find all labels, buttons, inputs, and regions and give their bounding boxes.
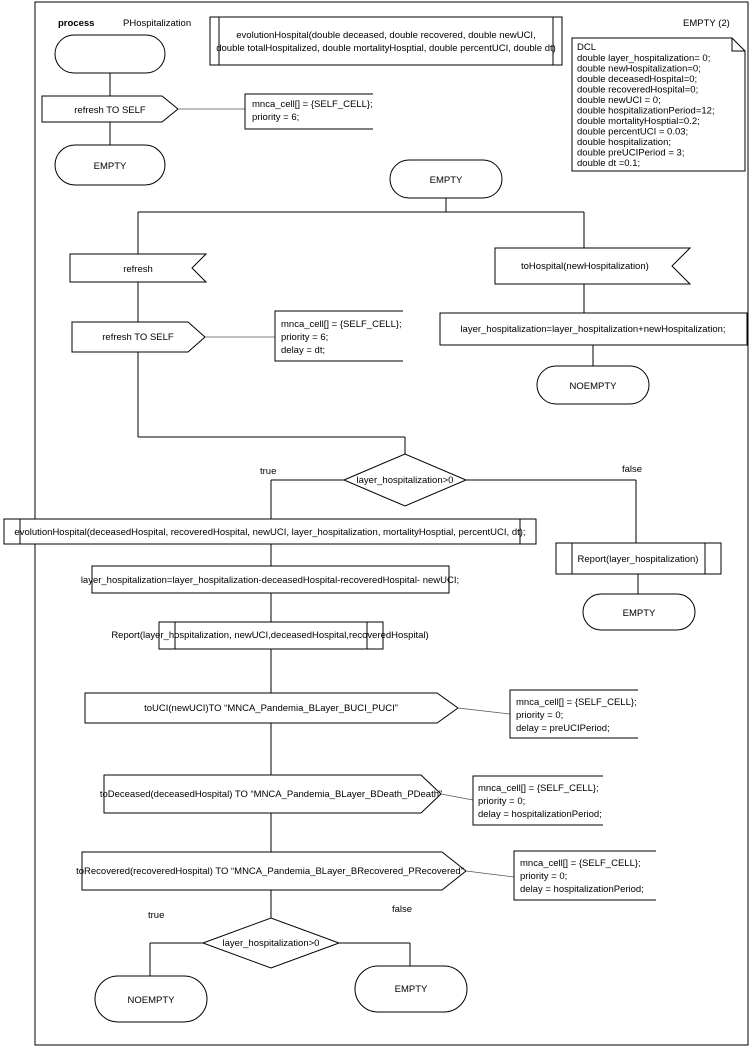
process-name: PHospitalization (123, 18, 191, 29)
output-to-uci: toUCI(newUCI)TO “MNCA_Pandemia_BLayer_BU… (84, 692, 459, 724)
decision-layer-positive-2: layer_hospitalization>0 (201, 917, 341, 969)
svg-text:Report(layer_hospitalization,: Report(layer_hospitalization, newUCI,dec… (111, 630, 428, 641)
svg-text:EMPTY: EMPTY (623, 608, 656, 619)
process-keyword: process (58, 18, 94, 29)
svg-text:toDeceased(deceasedHospital) T: toDeceased(deceasedHospital) TO “MNCA_Pa… (100, 789, 442, 800)
uci-comment-box: mnca_cell[] = {SELF_CELL}; priority = 0;… (509, 689, 638, 739)
svg-text:mnca_cell[] = {SELF_CELL};: mnca_cell[] = {SELF_CELL}; (516, 697, 637, 708)
svg-text:mnca_cell[] = {SELF_CELL};: mnca_cell[] = {SELF_CELL}; (520, 858, 641, 869)
procedure-decl-line2: double totalHospitalized, double mortali… (216, 43, 556, 54)
task-add-hospitalization: layer_hospitalization=layer_hospitalizat… (439, 312, 748, 346)
svg-text:delay = hospitalizationPeriod;: delay = hospitalizationPeriod; (478, 809, 602, 820)
false-label: false (622, 464, 642, 475)
dcl-line: double newHospitalization=0; (577, 64, 701, 75)
report-layer-true: Report(layer_hospitalization, newUCI,dec… (111, 621, 429, 650)
state-empty-false: EMPTY (582, 593, 696, 631)
task-update-layer: layer_hospitalization=layer_hospitalizat… (81, 565, 459, 594)
recovered-comment-box: mnca_cell[] = {SELF_CELL}; priority = 0;… (513, 850, 656, 901)
svg-text:toUCI(newUCI)TO “MNCA_Pandemia: toUCI(newUCI)TO “MNCA_Pandemia_BLayer_BU… (144, 703, 398, 714)
output-to-recovered: toRecovered(recoveredHospital) TO “MNCA_… (76, 851, 467, 891)
start-output-signal: refresh TO SELF (41, 95, 179, 123)
dcl-line: double recoveredHospital=0; (577, 85, 698, 96)
procedure-decl-line1: evolutionHospital(double deceased, doubl… (236, 30, 535, 41)
svg-text:toHospital(newHospitalization): toHospital(newHospitalization) (521, 261, 649, 272)
svg-text:EMPTY: EMPTY (430, 175, 463, 186)
dcl-line: double layer_hospitalization= 0; (577, 53, 710, 64)
svg-text:mnca_cell[] = {SELF_CELL};: mnca_cell[] = {SELF_CELL}; (281, 319, 402, 330)
input-signal-refresh: refresh (69, 253, 208, 283)
output-refresh-self: refresh TO SELF (71, 321, 206, 353)
state-empty-start: EMPTY (54, 144, 166, 186)
false-label-2: false (392, 904, 412, 915)
svg-text:mnca_cell[] = {SELF_CELL};: mnca_cell[] = {SELF_CELL}; (478, 783, 599, 794)
dcl-line: double hospitalization; (577, 137, 671, 148)
decision-layer-positive: layer_hospitalization>0 (342, 453, 468, 507)
svg-text:refresh: refresh (123, 264, 153, 275)
svg-text:delay = preUCIPeriod;: delay = preUCIPeriod; (516, 723, 610, 734)
svg-text:EMPTY: EMPTY (395, 984, 428, 995)
state-empty-main: EMPTY (389, 159, 503, 199)
state-noempty-right: NOEMPTY (536, 365, 650, 405)
svg-text:NOEMPTY: NOEMPTY (570, 381, 618, 392)
dcl-line: double hospitalizationPeriod=12; (577, 106, 715, 117)
svg-text:EMPTY: EMPTY (94, 161, 127, 172)
svg-text:layer_hospitalization>0: layer_hospitalization>0 (223, 938, 320, 949)
svg-text:Report(layer_hospitalization): Report(layer_hospitalization) (578, 554, 699, 565)
dcl-line: double deceasedHospital=0; (577, 74, 697, 85)
svg-text:toRecovered(recoveredHospital): toRecovered(recoveredHospital) TO “MNCA_… (76, 866, 464, 877)
start-comment-box: mnca_cell[] = {SELF_CELL}; priority = 6; (244, 93, 373, 130)
svg-text:layer_hospitalization>0: layer_hospitalization>0 (357, 475, 454, 486)
svg-text:delay = dt;: delay = dt; (281, 345, 325, 356)
dcl-line: double preUCIPeriod = 3; (577, 148, 684, 159)
svg-text:NOEMPTY: NOEMPTY (128, 995, 176, 1006)
true-label-2: true (148, 910, 164, 921)
dcl-declaration-box: DCL double layer_hospitalization= 0; dou… (571, 37, 746, 172)
svg-text:refresh TO SELF: refresh TO SELF (74, 105, 146, 116)
start-symbol (54, 34, 166, 74)
input-signal-tohospital: toHospital(newHospitalization) (494, 247, 692, 285)
svg-text:delay = hospitalizationPeriod;: delay = hospitalizationPeriod; (520, 884, 644, 895)
procedure-call-evolution: evolutionHospital(deceasedHospital, reco… (3, 518, 537, 545)
dcl-line: double dt =0.1; (577, 158, 640, 169)
output-to-deceased: toDeceased(deceasedHospital) TO “MNCA_Pa… (100, 774, 442, 814)
svg-text:refresh TO SELF: refresh TO SELF (102, 332, 174, 343)
svg-text:layer_hospitalization=layer_ho: layer_hospitalization=layer_hospitalizat… (81, 575, 459, 586)
page-label: EMPTY (2) (683, 18, 730, 29)
svg-text:layer_hospitalization=layer_ho: layer_hospitalization=layer_hospitalizat… (460, 324, 725, 335)
procedure-declaration: evolutionHospital(double deceased, doubl… (209, 16, 563, 66)
dcl-title: DCL (577, 42, 596, 53)
refresh-comment-box: mnca_cell[] = {SELF_CELL}; priority = 6;… (274, 310, 403, 362)
true-label: true (260, 466, 276, 477)
death-comment-box: mnca_cell[] = {SELF_CELL}; priority = 0;… (472, 775, 603, 826)
report-layer-false: Report(layer_hospitalization) (555, 542, 722, 575)
svg-text:mnca_cell[] = {SELF_CELL};: mnca_cell[] = {SELF_CELL}; (252, 99, 373, 110)
dcl-line: double mortalityHosptial=0.2; (577, 116, 700, 127)
dcl-line: double newUCI = 0; (577, 95, 661, 106)
svg-text:evolutionHospital(deceasedHosp: evolutionHospital(deceasedHospital, reco… (14, 527, 525, 538)
svg-text:priority = 0;: priority = 0; (520, 871, 567, 882)
dcl-line: double percentUCI = 0.03; (577, 127, 688, 138)
svg-text:priority = 6;: priority = 6; (281, 332, 328, 343)
svg-text:priority = 0;: priority = 0; (478, 796, 525, 807)
state-noempty-end: NOEMPTY (94, 975, 208, 1023)
state-empty-end: EMPTY (354, 965, 468, 1013)
svg-text:priority = 6;: priority = 6; (252, 112, 299, 123)
svg-text:priority = 0;: priority = 0; (516, 710, 563, 721)
